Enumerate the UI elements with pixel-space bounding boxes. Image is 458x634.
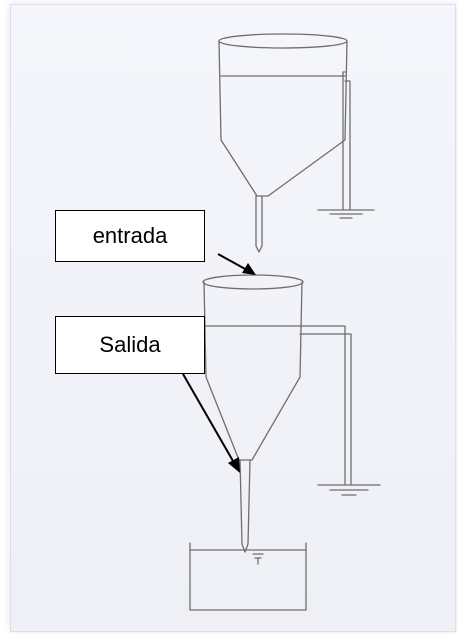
lower-vessel-rim	[202, 274, 304, 290]
salida-label-text: Salida	[99, 332, 161, 357]
lower-vessel	[202, 274, 304, 553]
entrada-label: entrada	[55, 210, 205, 262]
salida-arrow	[182, 373, 240, 473]
lower-vessel-body	[203, 281, 303, 461]
tray-level-marker	[252, 553, 264, 565]
entrada-label-text: entrada	[92, 223, 168, 248]
collection-tray	[189, 542, 307, 611]
upper-vessel-body	[218, 40, 348, 197]
upper-overflow-pipe	[342, 71, 351, 211]
lower-outlet-tube	[239, 459, 251, 553]
lower-ground-symbol	[317, 484, 381, 496]
upper-vessel-rim	[218, 33, 348, 49]
lower-overflow-pipe	[299, 325, 352, 486]
entrada-arrow	[217, 253, 256, 275]
upper-vessel	[218, 33, 348, 253]
upper-ground-symbol	[317, 209, 375, 219]
upper-outlet-tube	[255, 195, 263, 253]
salida-label: Salida	[55, 316, 205, 374]
